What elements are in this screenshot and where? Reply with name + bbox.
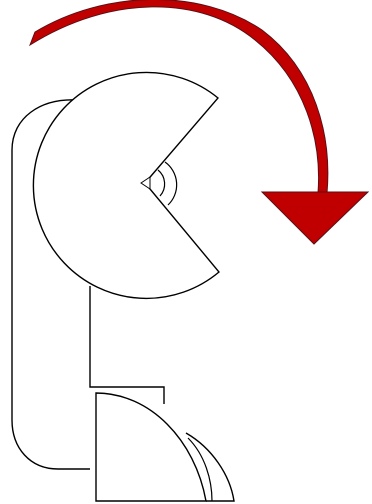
rotating-head (33, 72, 219, 298)
support-column (90, 286, 98, 387)
rotation-arrow-head (262, 192, 368, 244)
base-housing (96, 393, 206, 501)
